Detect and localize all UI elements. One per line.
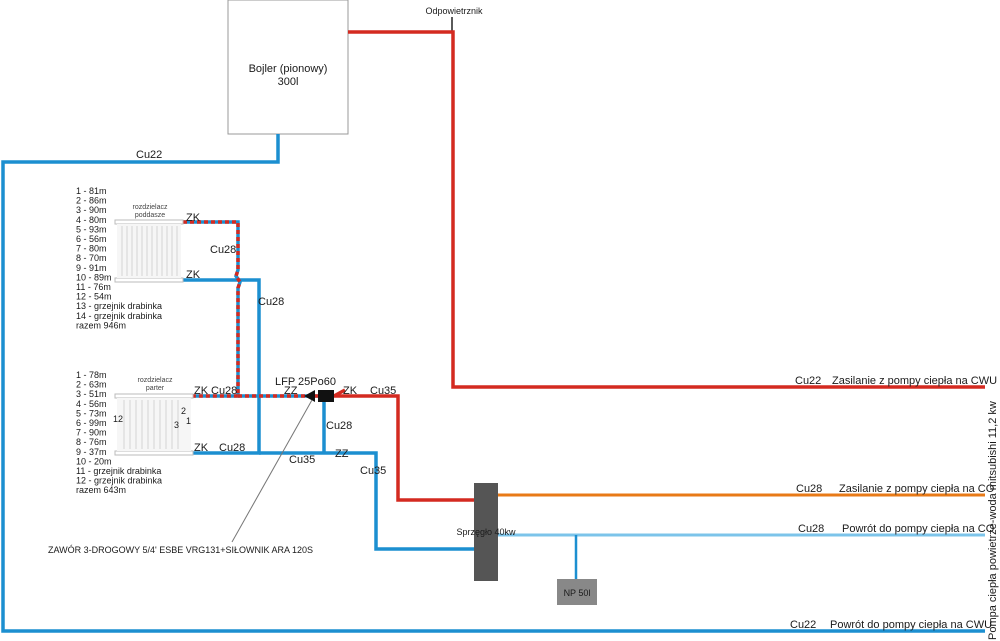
valve-label-zz1: ZZ <box>284 385 298 397</box>
attic-circuit-13: 13 - grzejnik drabinka <box>76 301 162 311</box>
attic-circuit-7: 7 - 80m <box>76 244 107 254</box>
attic-circuit-1: 1 - 81m <box>76 186 107 196</box>
pipe-label-cu28-ground-return: Cu28 <box>219 442 245 454</box>
manifold-attic-top-bar <box>114 219 184 225</box>
pipe-label-cu35-supply: Cu35 <box>370 385 396 397</box>
connection-co-return: Powrót do pompy ciepła na CO <box>842 523 995 535</box>
ground-circuit-4: 4 - 56m <box>76 399 107 409</box>
connection-cwu-supply: Zasilanie z pompy ciepła na CWU <box>832 375 997 387</box>
ground-circuit-9: 9 - 37m <box>76 447 107 457</box>
manifold-ground-bottom-bar <box>114 450 194 456</box>
manifold-ground-mark-1: 1 <box>186 416 191 426</box>
pipe-label-cu28-attic: Cu28 <box>210 244 236 256</box>
manifold-ground-title-1: rozdzielacz <box>137 377 173 384</box>
tank-label: NP 50l <box>564 588 591 598</box>
valve-label-zk3: ZK <box>194 385 209 397</box>
ground-circuit-11: 11 - grzejnik drabinka <box>76 466 161 476</box>
pipe-label-cu28-ground: Cu28 <box>211 385 237 397</box>
valve-label-zk1: ZK <box>186 212 201 224</box>
pipe-label-cu28-pump: Cu28 <box>326 420 352 432</box>
pipe-return-cu35 <box>259 451 474 551</box>
ground-circuit-7: 7 - 90m <box>76 428 107 438</box>
manifold-attic-body <box>117 224 181 278</box>
pipe-mixed-red <box>183 220 242 398</box>
pipe-return-attic-ground <box>183 278 261 455</box>
pump-icon <box>304 390 315 402</box>
attic-circuit-8: 8 - 70m <box>76 253 107 263</box>
pipe-label-cu22-cwu-supply: Cu22 <box>795 375 821 387</box>
manifold-ground: rozdzielacz parter 12 3 2 1 <box>113 377 194 456</box>
vent-label: Odpowietrznik <box>425 6 483 16</box>
ground-circuit-12: 12 - grzejnik drabinka <box>76 476 162 486</box>
ground-circuit-1: 1 - 78m <box>76 370 107 380</box>
connection-cwu-return: Powrót do pompy ciepła na CWU <box>830 619 992 631</box>
manifold-attic-bottom-bar <box>114 277 184 283</box>
manifold-ground-mark-2: 2 <box>181 406 186 416</box>
pump-label: LFP 25Po60 <box>275 376 336 388</box>
attic-circuit-4: 4 - 80m <box>76 215 107 225</box>
attic-circuit-9: 9 - 91m <box>76 263 107 273</box>
pipe-cwu-return <box>1 134 985 633</box>
separator-label: Sprzęgło 40kw <box>456 527 516 537</box>
pipe-supply-cu35 <box>334 394 474 502</box>
pipe-label-cu22-cwu-return: Cu22 <box>790 619 816 631</box>
connection-co-supply: Zasilanie z pompy ciepła na CO <box>839 483 995 495</box>
attic-circuit-10: 10 - 89m <box>76 272 112 282</box>
attic-circuit-3: 3 - 90m <box>76 205 107 215</box>
hot-pipes <box>333 30 985 502</box>
manifold-attic-title-1: rozdzielacz <box>132 204 168 211</box>
valve-note: ZAWÓR 3-DROGOWY 5/4' ESBE VRG131+SIŁOWNI… <box>48 545 313 555</box>
pipe-supply-stub <box>333 388 346 398</box>
attic-circuit-5: 5 - 93m <box>76 224 107 234</box>
cold-pipes <box>1 134 985 633</box>
boiler-name: Bojler (pionowy) <box>249 63 328 75</box>
valve-leader-line <box>231 399 313 543</box>
ground-circuit-2: 2 - 63m <box>76 380 107 390</box>
ground-circuit-13: razem 643m <box>76 485 126 495</box>
pipe-label-cu35-return-a: Cu35 <box>289 454 315 466</box>
boiler-box <box>227 0 349 135</box>
valve-label-zz2: ZZ <box>335 448 349 460</box>
pipe-label-cu28-riser: Cu28 <box>258 296 284 308</box>
manifold-ground-title-2: parter <box>146 385 165 392</box>
three-way-valve-icon <box>318 390 334 402</box>
manifold-ground-mark-12: 12 <box>113 414 123 424</box>
valve-label-zk5: ZK <box>343 385 358 397</box>
attic-circuit-11: 11 - 76m <box>76 282 111 292</box>
pipe-label-cu28-co-supply: Cu28 <box>796 483 822 495</box>
ground-circuit-5: 5 - 73m <box>76 408 107 418</box>
ground-circuit-8: 8 - 76m <box>76 437 107 447</box>
ground-circuit-3: 3 - 51m <box>76 389 107 399</box>
attic-circuit-12: 12 - 54m <box>76 292 112 302</box>
pipe-cwu-supply <box>348 30 985 389</box>
attic-circuit-14: 14 - grzejnik drabinka <box>76 311 162 321</box>
attic-circuit-2: 2 - 86m <box>76 196 107 206</box>
manifold-attic-title-2: poddasze <box>135 212 165 219</box>
attic-circuit-6: 6 - 56m <box>76 234 107 244</box>
pipe-label-cu22-boiler: Cu22 <box>136 149 162 161</box>
boiler-capacity: 300l <box>278 76 299 88</box>
ground-circuit-6: 6 - 99m <box>76 418 107 428</box>
heat-pump-label: Pompa ciepła powietrze-woda mitsubishi 1… <box>987 401 999 640</box>
valve-label-zk2: ZK <box>186 269 201 281</box>
buffer-tank <box>557 579 597 605</box>
pipe-label-cu28-co-return: Cu28 <box>798 523 824 535</box>
attic-circuit-15: razem 946m <box>76 320 126 330</box>
manifold-ground-top-bar <box>114 393 194 399</box>
pipe-label-cu35-return-b: Cu35 <box>360 465 386 477</box>
manifold-ground-mark-3: 3 <box>174 420 179 430</box>
valve-label-zk4: ZK <box>194 442 209 454</box>
ground-circuit-10: 10 - 20m <box>76 456 112 466</box>
hydraulic-separator <box>474 483 498 581</box>
mixed-pipes <box>183 220 318 398</box>
manifold-attic: rozdzielacz poddasze <box>114 204 184 283</box>
